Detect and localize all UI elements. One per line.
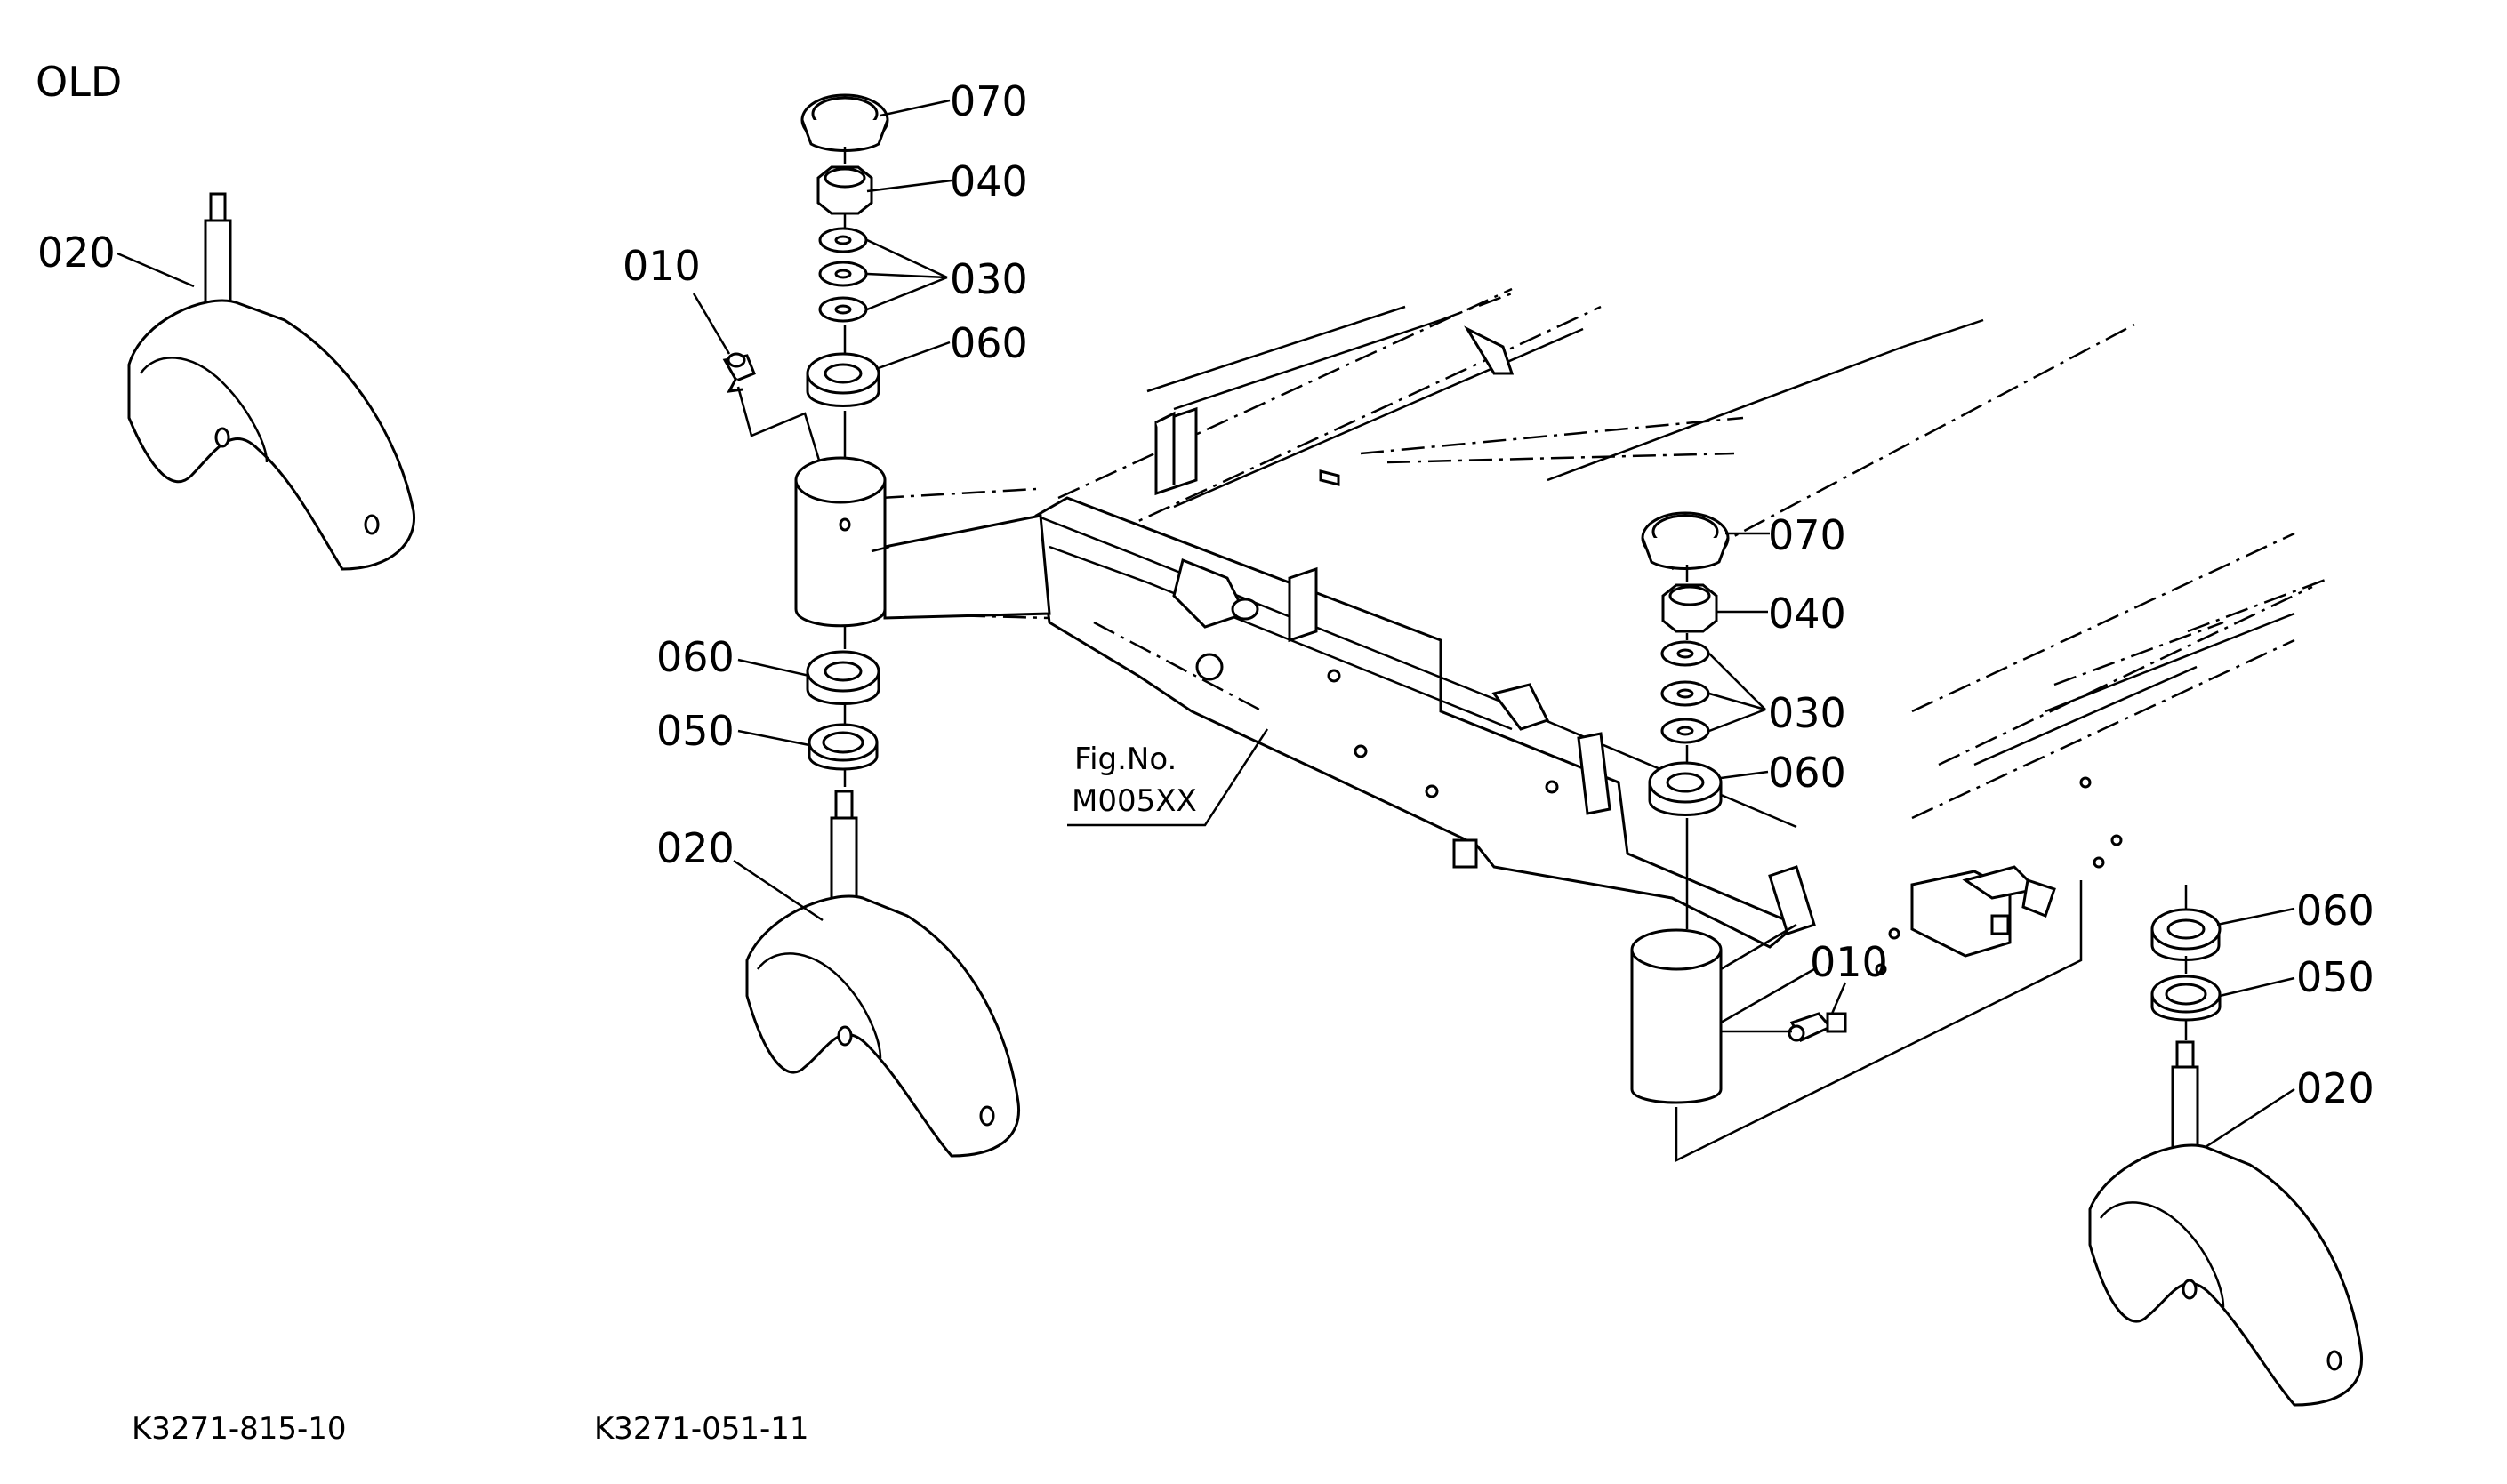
mower-frame [880,287,2331,1163]
right-washers-030 [1660,640,1710,744]
fig-ref-line2: M005XX [1072,783,1197,819]
old-label: OLD [36,58,122,106]
callout-left-010: 010 [623,242,701,290]
right-seal-050 [2150,975,2222,1022]
old-caster-fork [127,192,416,571]
callout-right-060-bottom: 060 [2296,886,2374,935]
callout-left-040: 040 [950,157,1028,205]
callout-right-050: 050 [2296,953,2374,1001]
callout-right-070: 070 [1768,511,1846,559]
left-caster-fork-020 [745,790,1021,1158]
right-dust-cap-070 [1641,511,1730,570]
left-dust-cap-070 [800,93,889,152]
callout-old-020: 020 [37,229,116,277]
callout-left-050: 050 [656,707,735,755]
callout-right-040: 040 [1768,590,1846,638]
right-bearing-060-top [1648,761,1723,816]
callout-left-070: 070 [950,77,1028,125]
callout-left-020: 020 [656,824,735,872]
left-bearing-060-top [806,352,880,407]
right-caster-fork-020 [2088,1040,2364,1407]
footer-code-left: K3271-815-10 [132,1411,347,1447]
right-grease-fitting-010 [1788,1012,1847,1042]
fig-ref-line1: Fig.No. [1074,742,1177,777]
callout-right-020: 020 [2296,1064,2374,1112]
right-nut-040 [1661,583,1718,633]
callout-right-030: 030 [1768,689,1846,737]
left-seal-050 [808,723,879,771]
callout-right-010: 010 [1810,938,1888,986]
left-grease-fitting-010 [722,352,756,393]
callout-left-060-bottom: 060 [656,633,735,681]
right-bearing-060-bottom [2150,908,2222,961]
left-nut-040 [816,165,873,215]
left-mount-tube [794,456,1051,628]
callout-left-030: 030 [950,255,1028,303]
callout-right-060-top: 060 [1768,749,1846,797]
left-bearing-060-bottom [806,650,880,705]
left-washers-030 [818,227,868,323]
callout-left-060-top: 060 [950,319,1028,367]
footer-code-right: K3271-051-11 [594,1411,809,1447]
